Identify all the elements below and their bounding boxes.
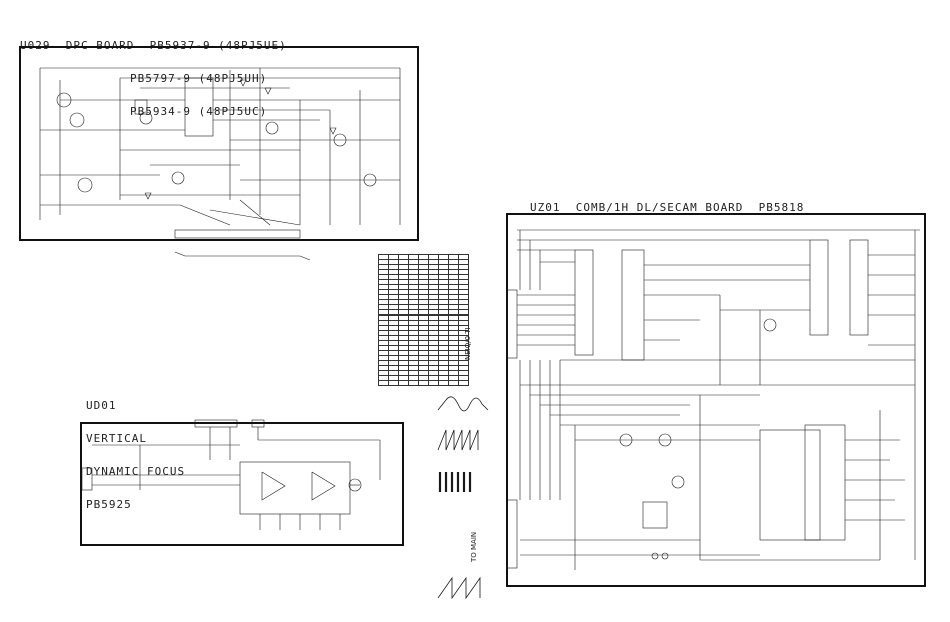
- pin-table-1: [378, 254, 469, 315]
- table-cell: [458, 309, 469, 315]
- table-row: [378, 279, 469, 285]
- dpc-board-title: U029 DPC BOARD PB5937-9 (48PJ5UE) PB5797…: [20, 18, 287, 139]
- vdf-wiring: [81, 419, 381, 530]
- vdf-title-line1: UD01: [86, 399, 117, 412]
- dpc-title-line3: PB5934-9 (48PJ5UC): [130, 105, 268, 118]
- dpc-bracket: [174, 251, 311, 261]
- waveform-2: [437, 429, 479, 451]
- table-row: [378, 309, 469, 315]
- comb-wiring: [506, 229, 920, 570]
- pin-table-2: [378, 315, 469, 386]
- comb-board-panel: [506, 213, 926, 587]
- vdf-title-line3: DYNAMIC FOCUS: [86, 465, 186, 478]
- vdf-title-line4: PB5925: [86, 498, 132, 511]
- waveform-4: [437, 576, 481, 600]
- table-row: [378, 380, 469, 386]
- vdf-title-line2: VERTICAL: [86, 432, 147, 445]
- comb-board-title: UZ01 COMB/1H DL/SECAM BOARD PB5818: [530, 201, 805, 214]
- vdf-board-title: UD01 VERTICAL DYNAMIC FOCUS PB5925: [86, 378, 185, 532]
- waveform-3: [438, 472, 472, 492]
- dpc-wiring: [39, 67, 401, 226]
- dpc-connector: [174, 229, 301, 239]
- table-cell: [458, 380, 469, 386]
- table-row: [378, 345, 469, 351]
- table-row: [378, 355, 469, 361]
- table-row: [378, 360, 469, 366]
- dpc-title-line2: PB5797-9 (48PJ5UH): [130, 72, 268, 85]
- dpc-board-panel: [19, 46, 419, 241]
- waveform-1: [437, 396, 489, 412]
- vdf-board-panel: [80, 422, 404, 546]
- table-row: [378, 320, 469, 326]
- dpc-title-line1: U029 DPC BOARD PB5937-9 (48PJ5UE): [20, 39, 287, 52]
- table-row: [378, 304, 469, 310]
